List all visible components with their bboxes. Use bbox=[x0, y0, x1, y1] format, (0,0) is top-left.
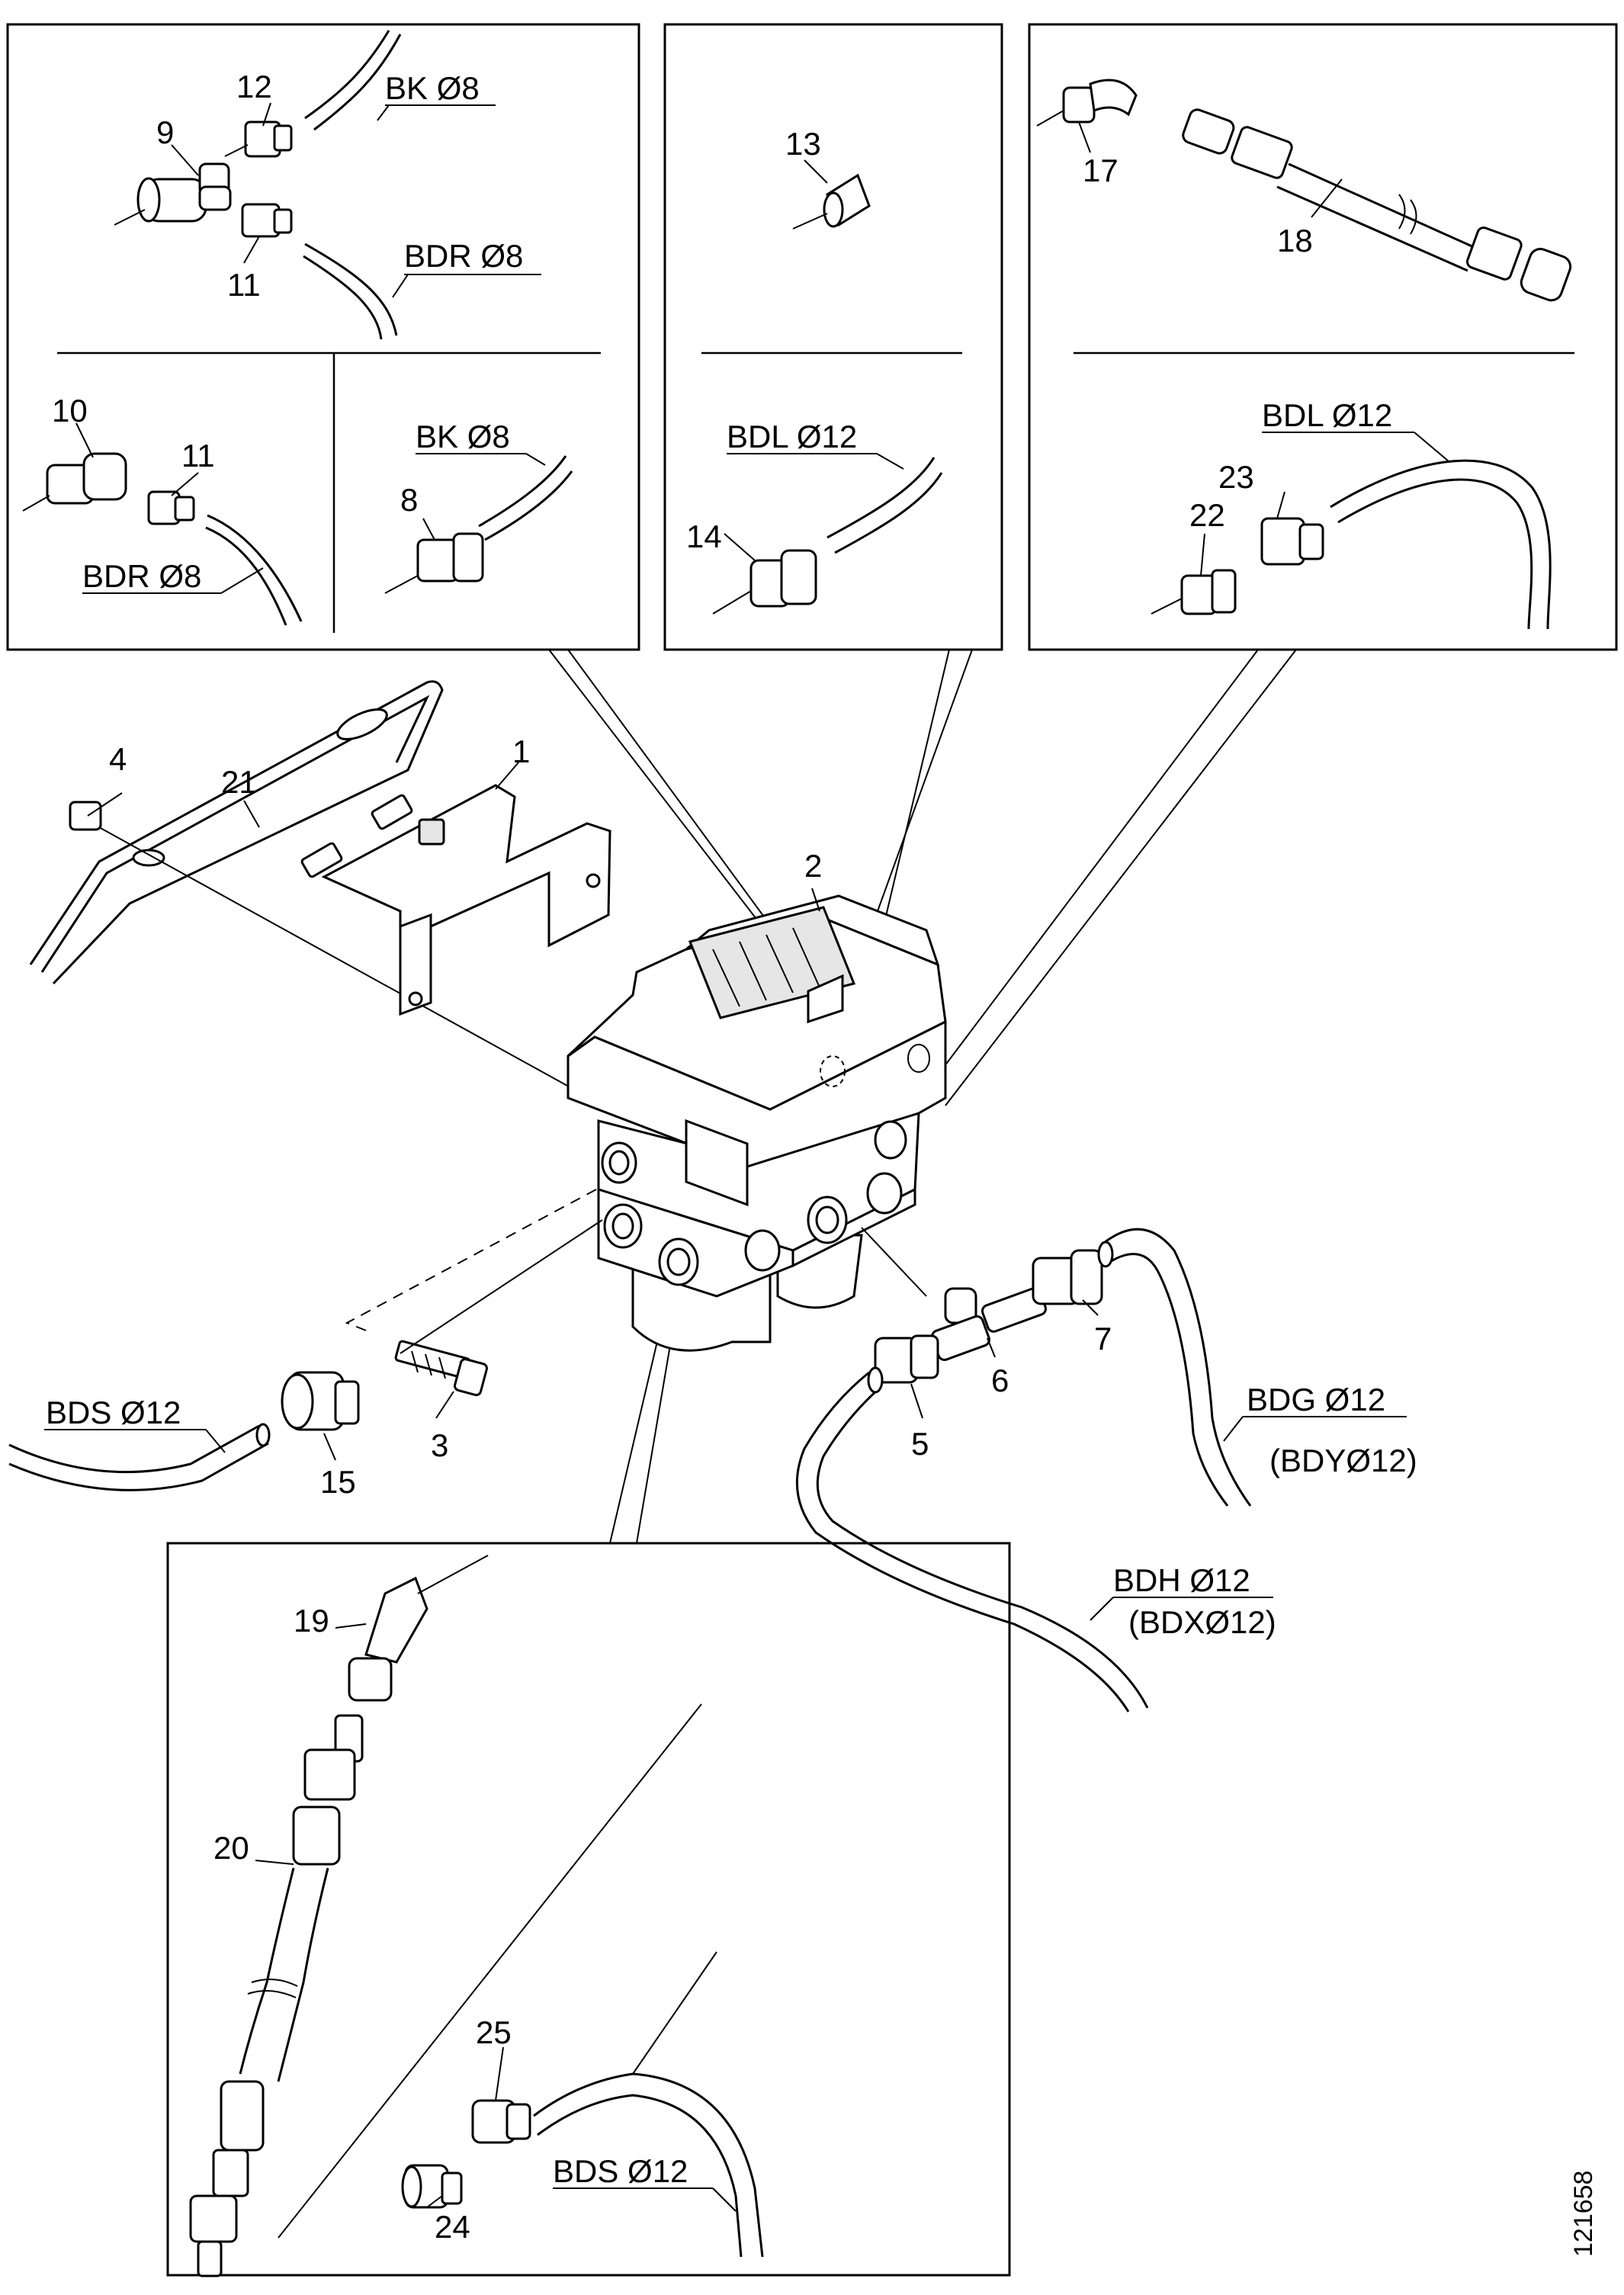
callout-14: 14 bbox=[686, 518, 722, 554]
callout-22: 22 bbox=[1189, 497, 1225, 533]
drawing-number: 121658 bbox=[1569, 2171, 1598, 2257]
pipe-bdg12 bbox=[1097, 1228, 1252, 1507]
callout-3: 3 bbox=[431, 1427, 448, 1463]
nut-4 bbox=[69, 801, 576, 1091]
callout-12: 12 bbox=[236, 69, 272, 104]
inset-frame-left bbox=[6, 23, 640, 651]
pipe-bk8-top bbox=[304, 30, 402, 131]
nut-23 bbox=[1260, 517, 1324, 566]
label-bdr8-top: BDR Ø8 bbox=[404, 238, 523, 274]
pipe-bdl12-right bbox=[1330, 459, 1552, 630]
callout-13: 13 bbox=[785, 126, 821, 162]
fitting-14 bbox=[712, 549, 817, 615]
callout-24: 24 bbox=[435, 2209, 470, 2245]
fitting-8 bbox=[384, 532, 484, 594]
callout-11: 11 bbox=[181, 438, 215, 473]
callout-1: 1 bbox=[512, 733, 530, 769]
elbow-fitting-19 bbox=[348, 1555, 489, 1702]
callout-8: 8 bbox=[400, 482, 418, 518]
pipe-bdl12-mid bbox=[826, 457, 943, 554]
nut-5 bbox=[874, 1334, 939, 1384]
bolt-3 bbox=[345, 1189, 603, 1397]
elbow-fitting-17 bbox=[1036, 79, 1138, 127]
callout-6: 6 bbox=[991, 1363, 1009, 1398]
label-bk8-top: BK Ø8 bbox=[385, 70, 480, 106]
label-bds12-left: BDS Ø12 bbox=[46, 1395, 181, 1430]
fitting-15 bbox=[281, 1371, 360, 1431]
label-bdl12-mid: BDL Ø12 bbox=[727, 419, 857, 454]
callout-18: 18 bbox=[1277, 223, 1313, 258]
inset-frame-right bbox=[1028, 23, 1618, 651]
nut-7 bbox=[1032, 1249, 1103, 1305]
pipe-bdr8-bottom bbox=[205, 514, 303, 626]
nut-11-top bbox=[241, 203, 293, 238]
callout-2: 2 bbox=[804, 848, 822, 884]
pipe-bds12-left bbox=[8, 1423, 271, 1491]
label-bdl12-right: BDL Ø12 bbox=[1262, 397, 1392, 433]
callout-21: 21 bbox=[221, 764, 257, 800]
inset-frame-bottom bbox=[166, 1542, 1011, 2277]
nut-25 bbox=[471, 2099, 531, 2144]
callout-7: 7 bbox=[1094, 1321, 1112, 1356]
label-bdh12: BDH Ø12 bbox=[1113, 1562, 1250, 1598]
callout-20: 20 bbox=[213, 1830, 249, 1866]
callout-5: 5 bbox=[911, 1426, 929, 1462]
pipe-bds12-inset bbox=[533, 1951, 764, 2258]
label-bds12-inset: BDS Ø12 bbox=[553, 2153, 688, 2189]
callout-leaders bbox=[75, 102, 1343, 2208]
pipe-bk8-mid bbox=[478, 455, 573, 541]
fitting-24 bbox=[401, 2164, 463, 2209]
elbow-fitting-10 bbox=[22, 452, 127, 512]
pipe-labels: BK Ø8 BDR Ø8 BDR Ø8 BK Ø8 BDL Ø12 BDL Ø1… bbox=[46, 70, 1417, 2189]
label-bk8-mid: BK Ø8 bbox=[416, 419, 510, 454]
callout-11: 11 bbox=[227, 267, 261, 303]
hose-assembly-18 bbox=[1182, 108, 1572, 302]
callout-15: 15 bbox=[320, 1464, 356, 1500]
callout-numbers: 12 9 11 10 11 8 13 14 17 18 22 23 4 21 1… bbox=[52, 69, 1313, 2245]
bottom-inset-divider bbox=[278, 1703, 702, 2239]
bracket-21 bbox=[29, 680, 444, 985]
tee-fitting-9 bbox=[114, 162, 232, 226]
callout-9: 9 bbox=[156, 114, 174, 150]
callout-19: 19 bbox=[294, 1603, 329, 1639]
label-bdy12: (BDYØ12) bbox=[1269, 1443, 1417, 1478]
pipe-bdh12 bbox=[795, 1366, 1149, 1712]
nut-11-mid bbox=[147, 490, 195, 525]
pipe-bdr8-top bbox=[303, 242, 398, 340]
callout-23: 23 bbox=[1218, 459, 1254, 495]
label-bdr8-bottom: BDR Ø8 bbox=[82, 558, 201, 594]
bracket-1 bbox=[300, 784, 611, 1016]
callout-4: 4 bbox=[109, 741, 127, 777]
callout-25: 25 bbox=[476, 2014, 512, 2050]
nut-12 bbox=[224, 120, 293, 158]
callout-10: 10 bbox=[52, 393, 88, 429]
sleeve-13 bbox=[792, 173, 871, 230]
label-bdx12: (BDXØ12) bbox=[1128, 1604, 1276, 1640]
callout-17: 17 bbox=[1083, 152, 1119, 188]
valve-body-2 bbox=[566, 894, 947, 1352]
pipe-label-leaders bbox=[44, 104, 1449, 2212]
fitting-22 bbox=[1151, 569, 1237, 615]
inset-frame-middle bbox=[663, 23, 1003, 651]
hose-assembly-20 bbox=[189, 1714, 364, 2277]
tee-fitting-6 bbox=[861, 1227, 1047, 1362]
label-bdg12: BDG Ø12 bbox=[1247, 1382, 1385, 1417]
